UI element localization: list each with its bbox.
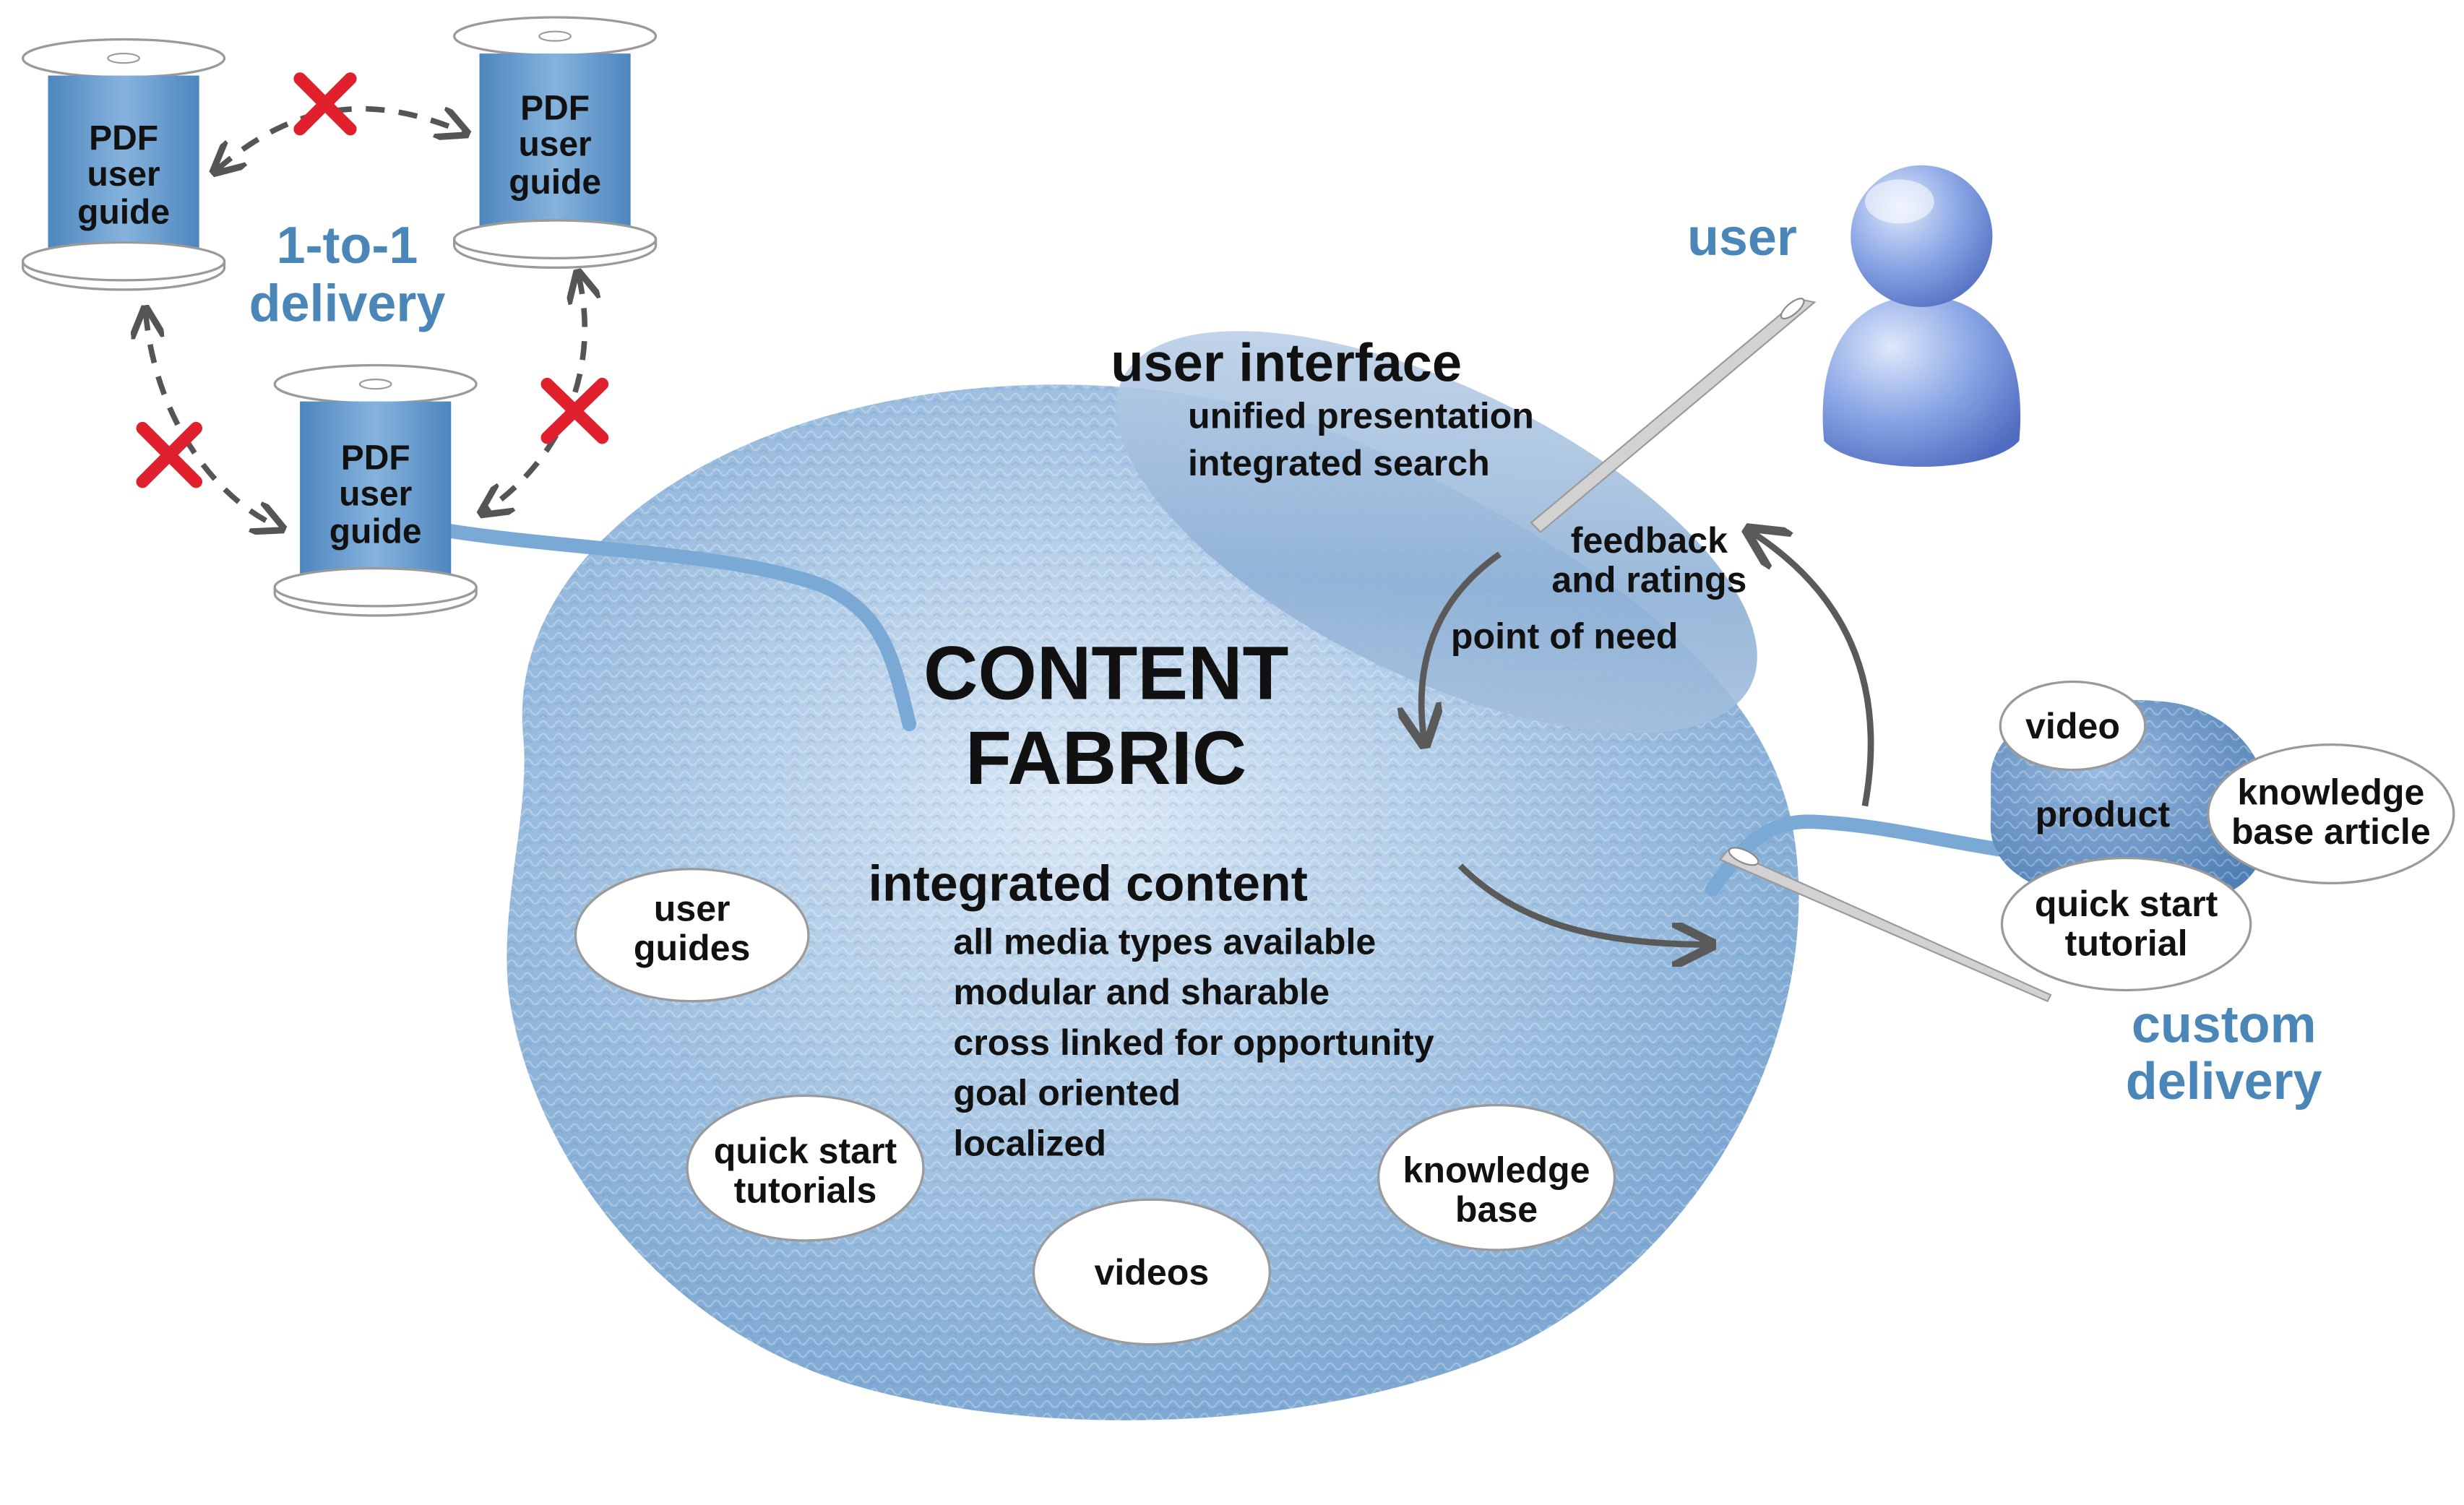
bubble-label: knowledge [1403, 1150, 1590, 1190]
ui-item: integrated search [1188, 443, 1490, 483]
ratings-label: and ratings [1551, 559, 1746, 600]
ui-item: unified presentation [1188, 396, 1534, 436]
bubble-label: knowledge [2237, 772, 2424, 812]
bubble-label: base [1455, 1189, 1538, 1230]
bubble-label: videos [1095, 1252, 1210, 1293]
bubble-knowledge-base: knowledge base [1377, 1103, 1616, 1251]
needle-user [1530, 298, 1817, 533]
user-person-icon [1822, 165, 2021, 467]
spool-label-line-2: user [87, 155, 160, 194]
thread-from-spool [429, 522, 917, 732]
bubble-label: video [2025, 706, 2120, 746]
spool-label-line-1: PDF [520, 90, 590, 128]
bubble-label: base article [2231, 811, 2431, 852]
user-interface-title: user interface [1111, 332, 1462, 392]
cross-icon [293, 72, 357, 136]
integrated-content-item: localized [953, 1123, 1106, 1163]
pdf-spool-top-left: PDF user guide [21, 38, 226, 291]
bubble-quick-start-tutorials: quick start tutorials [686, 1094, 925, 1242]
product-label: product [2036, 794, 2171, 835]
integrated-content-title: integrated content [869, 855, 1308, 911]
bubble-quick-start-tutorial: quick start tutorial [2000, 856, 2252, 992]
bubble-label: quick start [714, 1131, 897, 1171]
feedback-label: feedback [1571, 520, 1728, 561]
content-fabric-title: CONTENT [923, 631, 1288, 715]
cross-icon [540, 377, 609, 444]
integrated-content-item: cross linked for opportunity [953, 1022, 1434, 1063]
point-of-need-label: point of need [1451, 616, 1679, 657]
integrated-content-item: goal oriented [953, 1073, 1181, 1113]
bubble-label: tutorial [2065, 923, 2188, 964]
integrated-content-item: all media types available [953, 921, 1376, 962]
bubble-label: user [654, 889, 731, 929]
one-to-one-label: 1-to-1 [277, 217, 418, 275]
spool-label-line-3: guide [329, 513, 422, 551]
spool-label-line-1: PDF [341, 439, 410, 477]
custom-delivery-label: delivery [2126, 1053, 2322, 1111]
pdf-spool-top-right: PDF user guide [453, 16, 658, 269]
bubble-videos: videos [1032, 1198, 1271, 1346]
spool-label-line-2: user [339, 475, 412, 513]
spool-label-line-2: user [518, 126, 591, 164]
bubble-knowledge-base-article: knowledge base article [2207, 743, 2455, 884]
arrow-feedback-up [1752, 532, 1874, 807]
content-fabric-title-2: FABRIC [965, 716, 1246, 801]
bubble-video: video [1999, 680, 2147, 772]
spool-label-line-3: guide [509, 163, 601, 202]
cross-icon [136, 421, 203, 488]
bubble-user-guides: user guides [574, 868, 810, 1003]
bubble-label: guides [634, 928, 751, 968]
dashed-arrow-left [146, 311, 280, 527]
custom-label: custom [2132, 996, 2317, 1053]
spool-label-line-3: guide [77, 193, 170, 231]
user-interface-panel [1116, 331, 1757, 733]
user-label: user [1687, 209, 1797, 267]
dashed-arrow-right [484, 275, 585, 512]
pdf-spool-bottom: PDF user guide [273, 363, 478, 617]
arrow-to-delivery [1457, 863, 1707, 944]
arrow-to-fabric [1421, 551, 1502, 740]
dashed-arrow-top [217, 105, 464, 171]
bubble-label: quick start [2035, 884, 2218, 924]
integrated-content-item: modular and sharable [953, 972, 1330, 1012]
delivery-label: delivery [249, 275, 446, 332]
needle-delivery [1718, 847, 2052, 1003]
bubble-label: tutorials [734, 1170, 877, 1211]
spool-label-line-1: PDF [89, 119, 158, 158]
